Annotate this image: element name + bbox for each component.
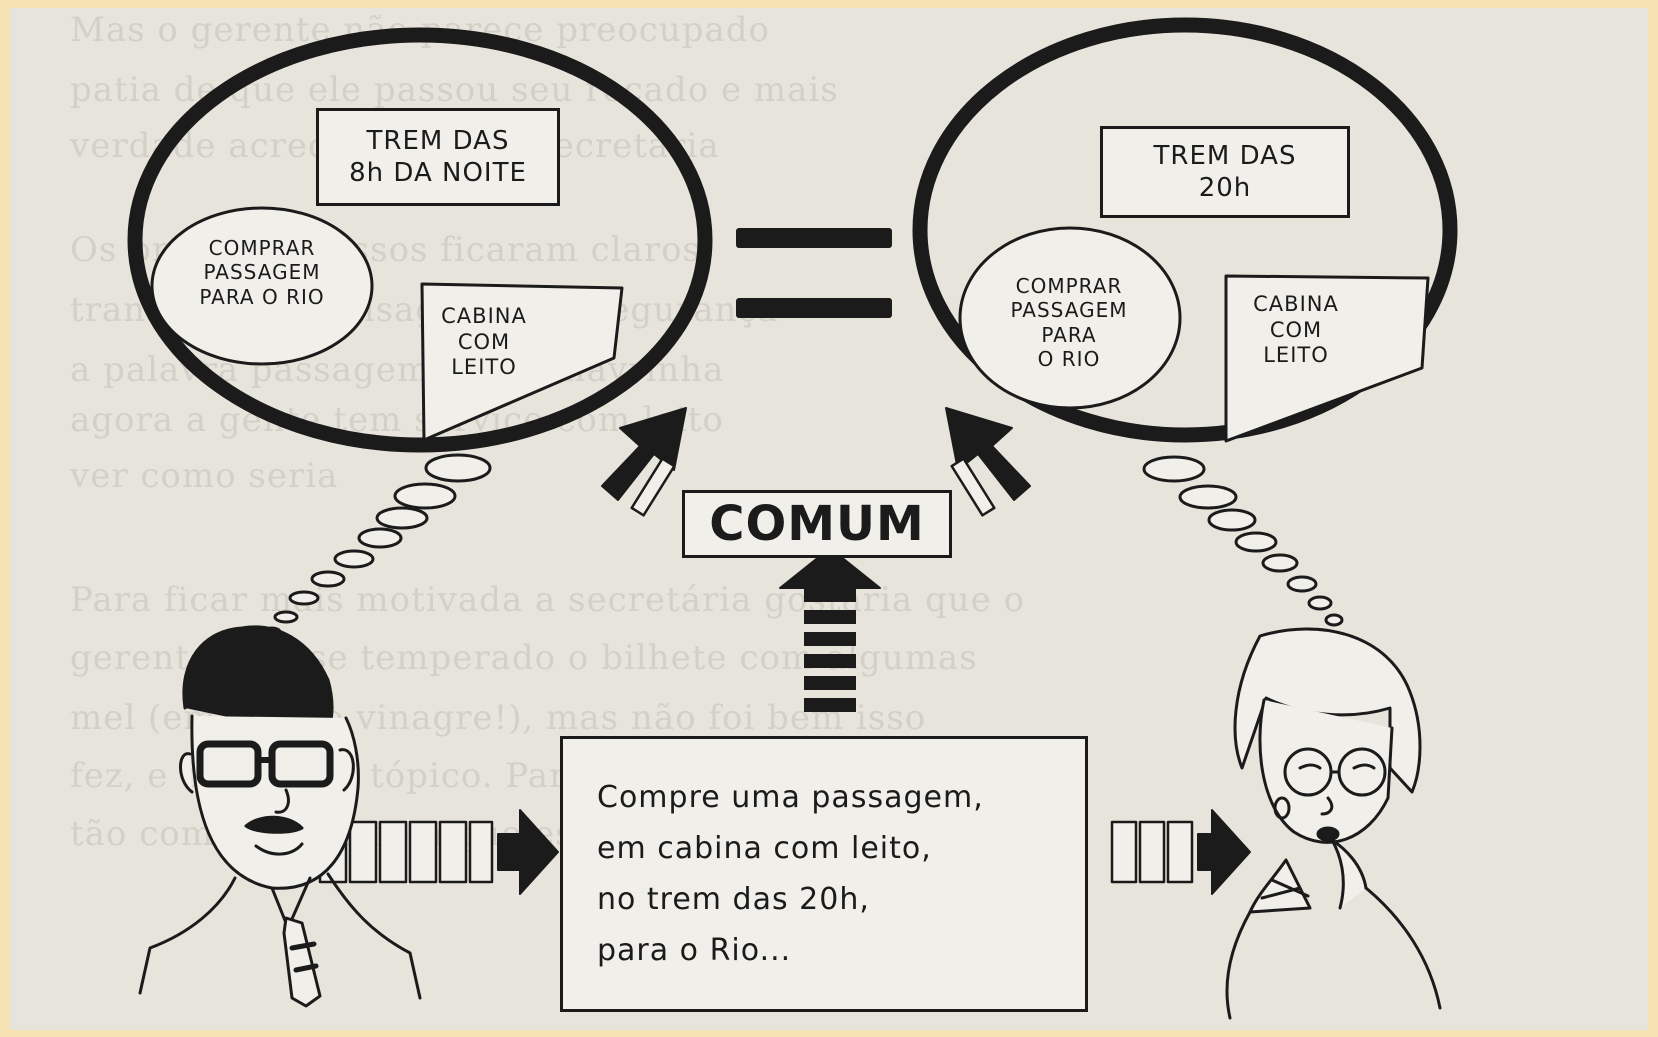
left-train-time-box: TREM DAS 8h DA NOITE [316,108,560,206]
message-box: Compre uma passagem, em cabina com leito… [560,736,1088,1012]
comum-label: COMUM [682,490,952,558]
right-thought-bubble [912,17,1458,443]
left-cabin-label: CABINA COM LEITO [441,304,527,380]
equals-sign [736,228,892,318]
right-thought-trail [1142,455,1344,627]
right-cabin-flag [1224,274,1430,443]
right-buy-ticket-label: COMPRAR PASSAGEM PARA O RIO [1010,274,1128,372]
ghost-text-line: agora a gente tem serviço com leito [70,400,724,440]
left-thought-trail [262,453,492,638]
right-cabin-label: CABINA COM LEITO [1253,292,1339,368]
up-arrow [779,547,881,712]
left-buy-ticket-label: COMPRAR PASSAGEM PARA O RIO [199,236,325,309]
secretary-illustration [1225,627,1442,1020]
right-train-time-box: TREM DAS 20h [1100,126,1350,218]
right-horizontal-arrow [1110,809,1251,895]
ghost-text-line: ver como seria [70,456,339,496]
book-page: Mas o gerente não parece preocupado pati… [10,8,1648,1030]
diagram-drawing [127,17,1458,1020]
right-diagonal-arrow [945,407,1031,517]
left-buy-ticket-oval [150,206,374,366]
manager-illustration [138,625,422,1008]
right-buy-ticket-oval [958,226,1182,410]
left-diagonal-arrow [601,407,687,517]
left-horizontal-arrow [318,809,559,895]
left-thought-bubble [127,27,713,453]
left-cabin-flag [420,282,624,442]
